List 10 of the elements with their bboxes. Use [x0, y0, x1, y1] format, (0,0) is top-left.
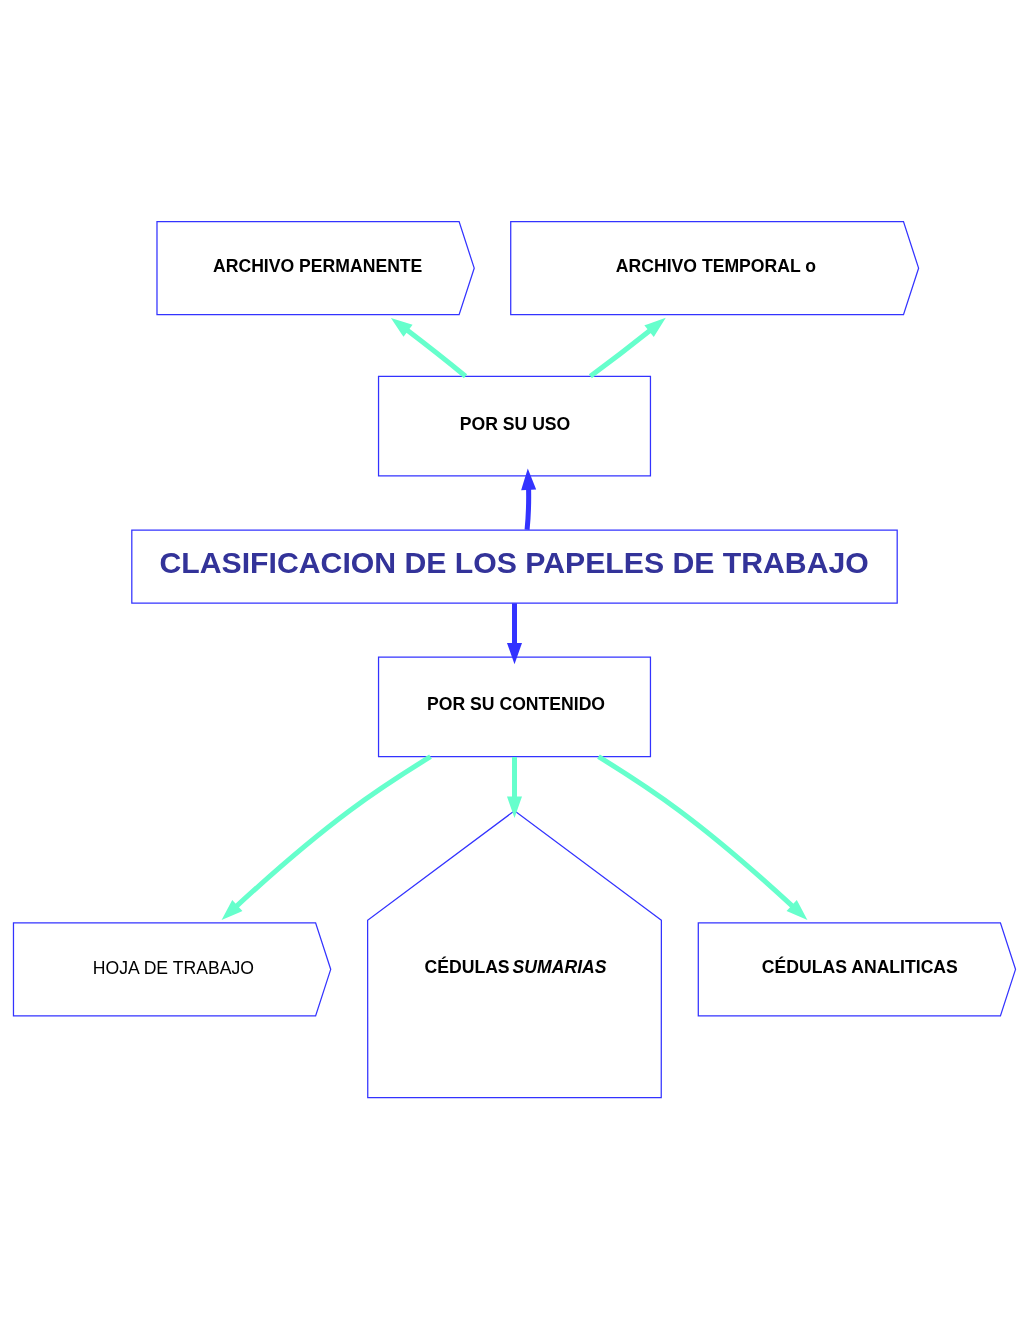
- arrow: [588, 317, 666, 378]
- node-box: POR SU USO: [377, 375, 652, 476]
- arrow: [506, 602, 523, 664]
- node-box: CLASIFICACION DE LOS PAPELES DE TRABAJO: [131, 528, 898, 604]
- arrow: [221, 754, 432, 920]
- arrow: [521, 467, 537, 530]
- arrow: [597, 754, 808, 920]
- arrow: [506, 756, 523, 818]
- node-box: POR SU CONTENIDO: [377, 656, 652, 757]
- arrow: [390, 317, 468, 378]
